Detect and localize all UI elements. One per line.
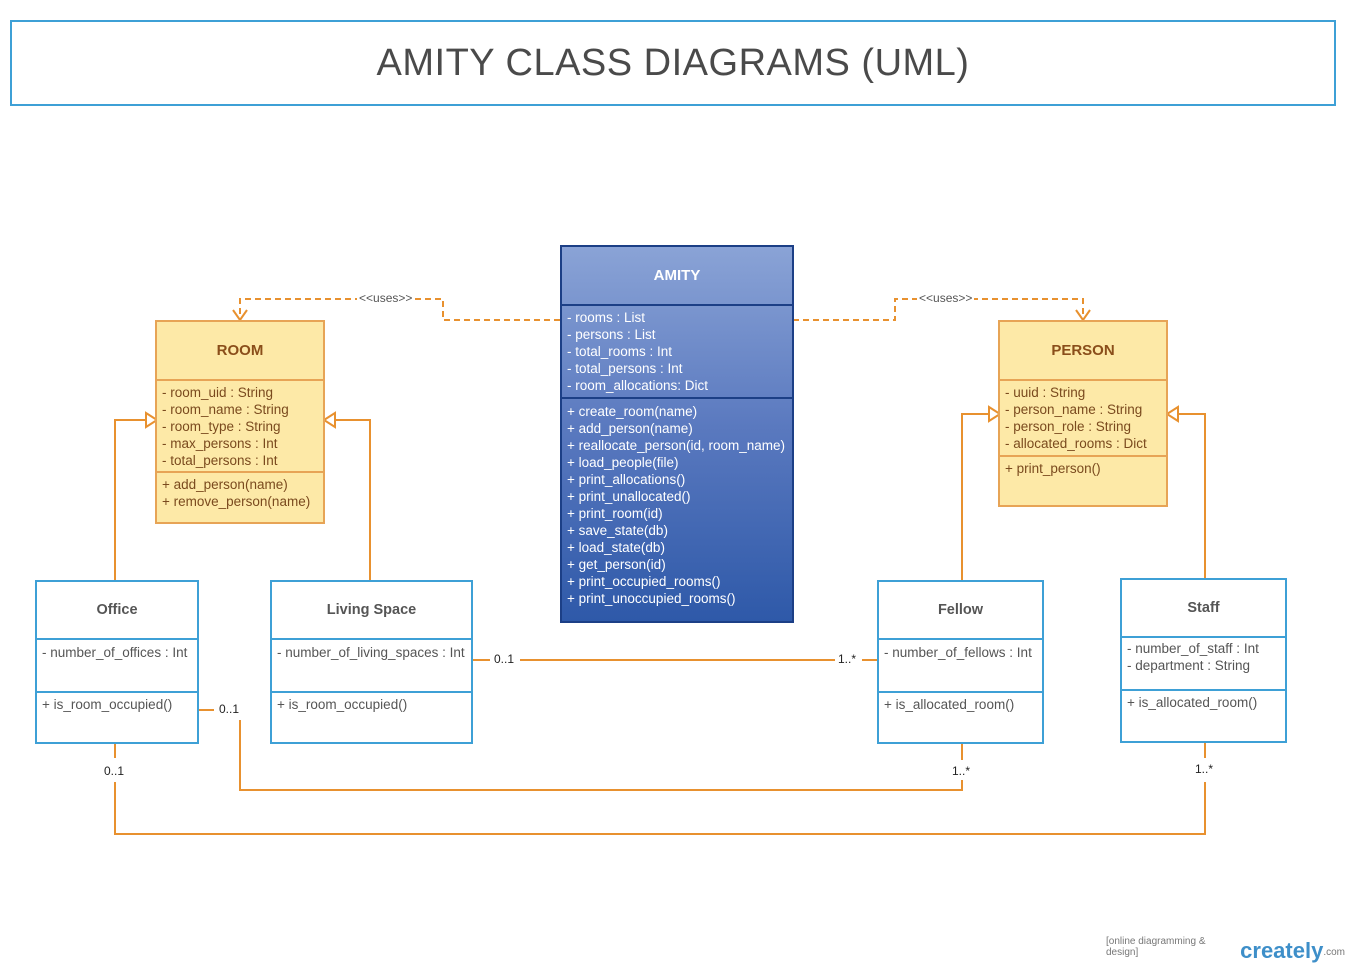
room-methods: + add_person(name) + remove_person(name) — [157, 473, 323, 513]
class-name: Living Space — [272, 582, 471, 640]
brand-logo: creately — [1240, 938, 1324, 963]
amity-methods: + create_room(name) + add_person(name) +… — [562, 399, 792, 610]
method: + load_people(file) — [567, 455, 679, 470]
method: + add_person(name) — [567, 421, 693, 436]
attribute: - person_name : String — [1005, 402, 1143, 417]
room-attributes: - room_uid : String - room_name : String… — [157, 381, 323, 473]
method: + load_state(db) — [567, 540, 665, 555]
multiplicity-office-staff-to: 1..* — [1193, 762, 1216, 776]
creately-branding: [online diagramming & design] creately .… — [1106, 936, 1345, 964]
uses-connector-person — [793, 298, 1084, 321]
method: + is_allocated_room() — [1127, 695, 1258, 710]
method: + print_room(id) — [567, 506, 663, 521]
class-name: Staff — [1122, 580, 1285, 638]
staff-methods: + is_allocated_room() — [1122, 691, 1285, 714]
inherit-arrowhead-staff — [1165, 405, 1179, 423]
office-attributes: - number_of_offices : Int — [37, 640, 197, 693]
method: + add_person(name) — [162, 477, 288, 492]
class-name: ROOM — [157, 322, 323, 381]
person-methods: + print_person() — [1000, 457, 1166, 480]
method: + reallocate_person(id, room_name) — [567, 438, 785, 453]
assoc-office-staff — [114, 742, 1206, 835]
class-staff[interactable]: Staff - number_of_staff : Int - departme… — [1120, 578, 1287, 743]
multiplicity-office-staff-from: 0..1 — [102, 764, 127, 778]
method: + print_allocations() — [567, 472, 686, 487]
multiplicity-office-fellow-from: 0..1 — [217, 702, 242, 716]
class-name: AMITY — [562, 247, 792, 306]
class-name: PERSON — [1000, 322, 1166, 381]
attribute: - total_rooms : Int — [567, 344, 673, 359]
fellow-methods: + is_allocated_room() — [879, 693, 1042, 716]
method: + save_state(db) — [567, 523, 668, 538]
staff-attributes: - number_of_staff : Int - department : S… — [1122, 638, 1285, 691]
class-amity[interactable]: AMITY - rooms : List - persons : List - … — [560, 245, 794, 623]
attribute: - number_of_living_spaces : Int — [277, 645, 465, 660]
attribute: - room_allocations: Dict — [567, 378, 709, 393]
attribute: - room_name : String — [162, 402, 289, 417]
amity-attributes: - rooms : List - persons : List - total_… — [562, 306, 792, 399]
attribute: - persons : List — [567, 327, 656, 342]
brand-tagline: [online diagramming & design] — [1106, 936, 1206, 958]
attribute: - max_persons : Int — [162, 436, 278, 451]
person-attributes: - uuid : String - person_name : String -… — [1000, 381, 1166, 457]
class-office[interactable]: Office - number_of_offices : Int + is_ro… — [35, 580, 199, 744]
attribute: - department : String — [1127, 658, 1251, 673]
method: + get_person(id) — [567, 557, 666, 572]
attribute: - room_uid : String — [162, 385, 274, 400]
inherit-arrowhead-office — [145, 411, 159, 429]
method: + print_person() — [1005, 461, 1101, 476]
uses-label-left: <<uses>> — [357, 291, 415, 305]
fellow-attributes: - number_of_fellows : Int — [879, 640, 1042, 693]
method: + is_allocated_room() — [884, 697, 1015, 712]
class-living-space[interactable]: Living Space - number_of_living_spaces :… — [270, 580, 473, 744]
diagram-title: AMITY CLASS DIAGRAMS (UML) — [376, 41, 970, 84]
inherit-fellow-person — [961, 413, 991, 581]
living-space-methods: + is_room_occupied() — [272, 693, 471, 716]
multiplicity-office-fellow-to: 1..* — [950, 764, 973, 778]
inherit-living-room — [333, 419, 371, 581]
brand-domain: .com — [1323, 947, 1345, 958]
class-fellow[interactable]: Fellow - number_of_fellows : Int + is_al… — [877, 580, 1044, 744]
diagram-title-box: AMITY CLASS DIAGRAMS (UML) — [10, 20, 1336, 106]
attribute: - number_of_staff : Int — [1127, 641, 1259, 656]
inherit-office-room — [114, 419, 148, 581]
method: + create_room(name) — [567, 404, 698, 419]
attribute: - person_role : String — [1005, 419, 1132, 434]
method: + is_room_occupied() — [277, 697, 408, 712]
attribute: - number_of_fellows : Int — [884, 645, 1032, 660]
attribute: - allocated_rooms : Dict — [1005, 436, 1147, 451]
attribute: - total_persons : Int — [162, 453, 278, 468]
multiplicity-living-fellow-from: 0..1 — [492, 652, 517, 666]
method: + remove_person(name) — [162, 494, 311, 509]
inherit-arrowhead-living — [322, 411, 336, 429]
method: + is_room_occupied() — [42, 697, 173, 712]
attribute: - rooms : List — [567, 310, 646, 325]
class-name: Fellow — [879, 582, 1042, 640]
method: + print_unallocated() — [567, 489, 691, 504]
attribute: - number_of_offices : Int — [42, 645, 188, 660]
attribute: - total_persons : Int — [567, 361, 683, 376]
method: + print_occupied_rooms() — [567, 574, 721, 589]
attribute: - room_type : String — [162, 419, 281, 434]
living-space-attributes: - number_of_living_spaces : Int — [272, 640, 471, 693]
uses-label-right: <<uses>> — [917, 291, 975, 305]
assoc-office-fellow — [198, 709, 963, 791]
class-name: Office — [37, 582, 197, 640]
attribute: - uuid : String — [1005, 385, 1086, 400]
method: + print_unoccupied_rooms() — [567, 591, 736, 606]
class-person[interactable]: PERSON - uuid : String - person_name : S… — [998, 320, 1168, 507]
inherit-staff-person — [1176, 413, 1206, 579]
inherit-arrowhead-fellow — [988, 405, 1002, 423]
multiplicity-living-fellow-to: 1..* — [836, 652, 859, 666]
office-methods: + is_room_occupied() — [37, 693, 197, 716]
class-room[interactable]: ROOM - room_uid : String - room_name : S… — [155, 320, 325, 524]
